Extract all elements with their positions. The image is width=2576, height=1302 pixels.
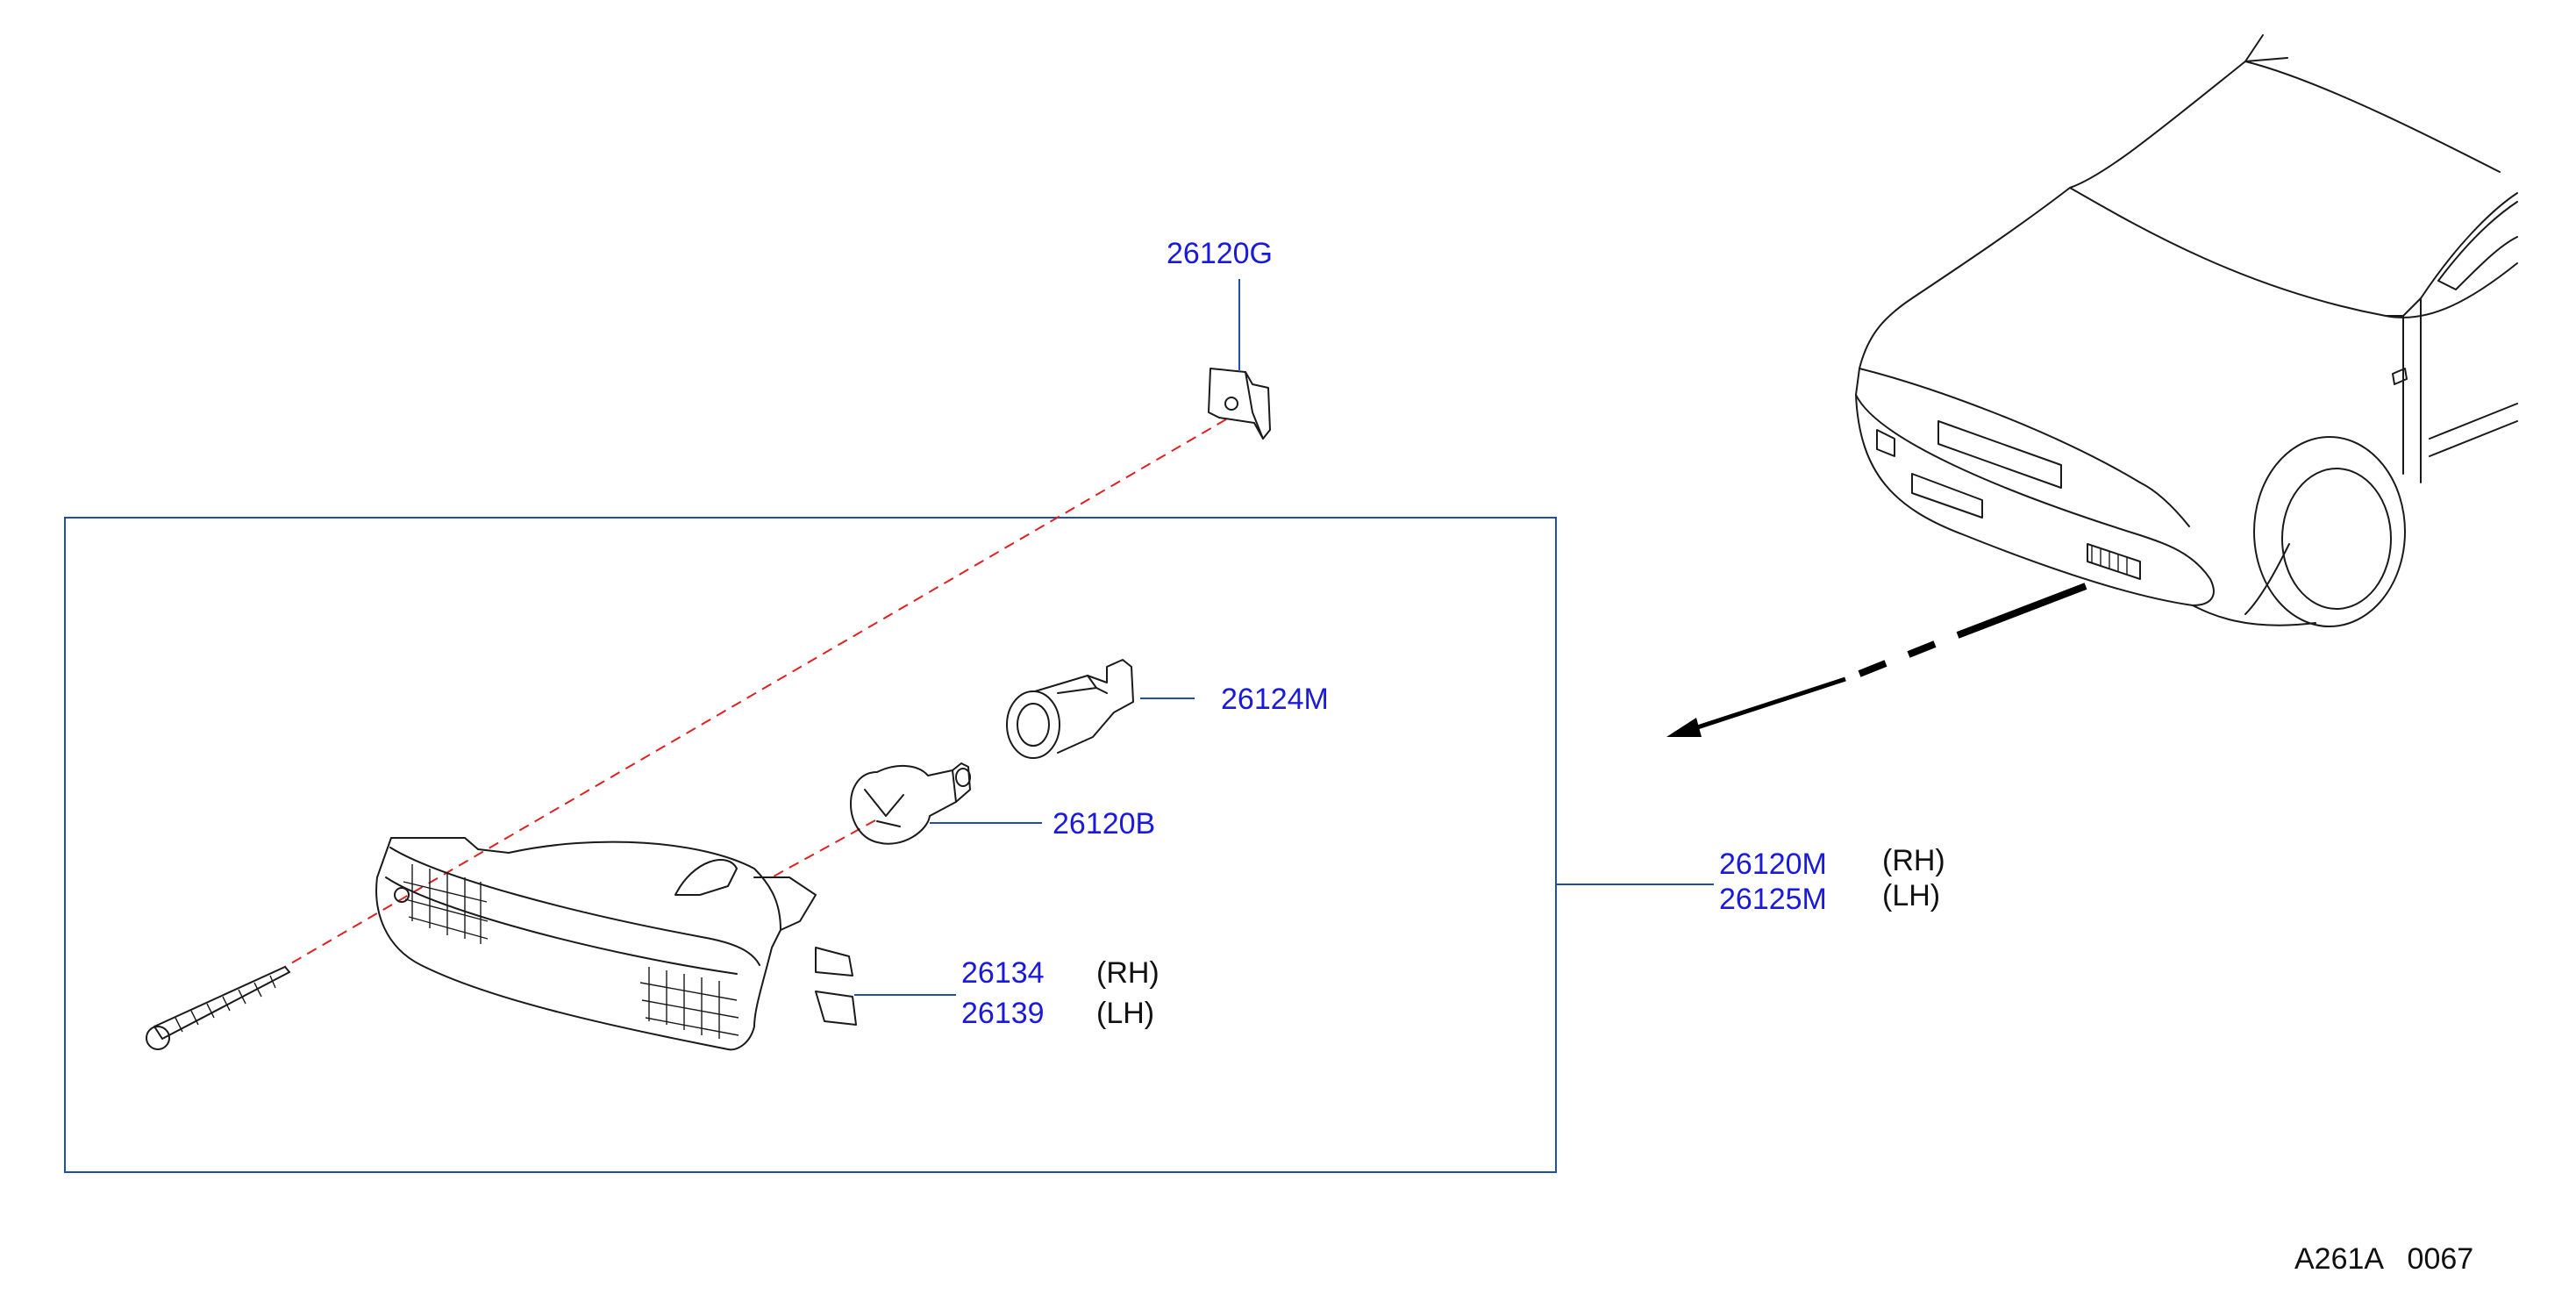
- assembly-box: [64, 517, 1557, 1173]
- part-number-socket[interactable]: 26124M: [1221, 683, 1329, 716]
- part-number-clip[interactable]: 26120G: [1167, 237, 1273, 270]
- side-assembly-rh: (RH): [1882, 844, 1945, 877]
- screw-guide-line: [284, 418, 1227, 968]
- side-lens-lh: (LH): [1096, 997, 1154, 1030]
- lamp-lens-part[interactable]: [375, 837, 857, 1051]
- side-lens-rh: (RH): [1096, 956, 1160, 990]
- clip-part[interactable]: [1208, 368, 1271, 440]
- part-number-lens-lh[interactable]: 26139: [961, 997, 1045, 1030]
- vehicle-front-view: [1855, 34, 2518, 627]
- diagram-code: A261A 0067: [2294, 1242, 2473, 1276]
- bulb-guide-line: [771, 819, 876, 878]
- part-number-assembly-rh[interactable]: 26120M: [1719, 848, 1827, 881]
- part-number-lens-rh[interactable]: 26134: [961, 956, 1045, 990]
- side-assembly-lh: (LH): [1882, 879, 1940, 912]
- part-number-bulb[interactable]: 26120B: [1053, 807, 1155, 841]
- direction-arrow: [1666, 583, 2087, 737]
- part-number-assembly-lh[interactable]: 26125M: [1719, 883, 1827, 916]
- socket-part[interactable]: [1006, 659, 1134, 759]
- screw-part[interactable]: [146, 966, 290, 1050]
- bulb-part[interactable]: [850, 762, 971, 845]
